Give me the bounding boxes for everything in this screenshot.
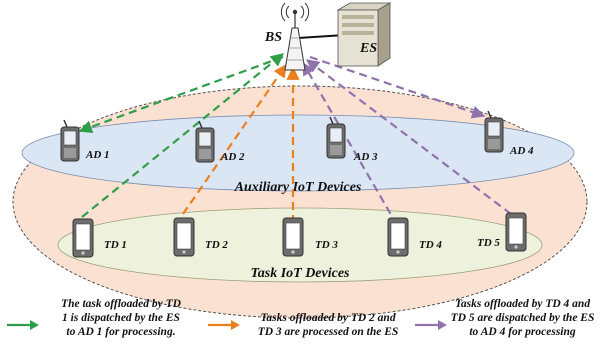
legend-purple-arrow-icon <box>415 320 447 330</box>
orange-arrow-td2-bs <box>182 63 287 215</box>
legend-orange-text: Tasks offloaded by TD 2 and TD 3 are pro… <box>238 311 418 339</box>
purple-arrow-bs-ad4 <box>309 55 486 119</box>
ad4-label: AD 4 <box>509 145 534 157</box>
auxiliary-region <box>21 114 575 192</box>
bs-label: BS <box>264 30 282 45</box>
legend-purple-line-1: Tasks offloaded by TD 4 and <box>454 298 591 310</box>
legend-purple-text: Tasks offloaded by TD 4 and TD 5 are dis… <box>440 297 605 339</box>
legend-orange-line-2: TD 3 are processed on the ES <box>257 326 399 338</box>
td2-device-icon <box>173 217 195 257</box>
legend-purple-line-3: to AD 4 for processing <box>469 326 576 338</box>
purple-arrow-td4-bs <box>302 61 398 226</box>
td1-device-icon <box>72 218 94 258</box>
bs-es-link <box>297 34 346 39</box>
legend-orange-arrow-icon <box>208 320 240 330</box>
task-region-label: Task IoT Devices <box>250 266 350 281</box>
es-label: ES <box>359 41 377 56</box>
legend-green-arrow-icon <box>7 320 39 330</box>
legend-green-line-2: 1 is dispatched by the ES <box>62 312 180 324</box>
legend-purple-line-2: TD 5 are dispatched by the ES <box>450 312 595 324</box>
td2-label: TD 2 <box>205 239 228 251</box>
edge-server-icon <box>336 2 392 67</box>
auxiliary-region-label: Auxiliary IoT Devices <box>234 180 362 195</box>
ad1-label: AD 1 <box>85 149 110 161</box>
td3-label: TD 3 <box>315 239 338 251</box>
purple-arrow-td5-bs <box>305 59 512 215</box>
legend-green-text: The task offloaded by TD 1 is dispatched… <box>36 297 206 339</box>
legend-green-line-1: The task offloaded by TD <box>61 298 181 310</box>
td5-device-icon <box>505 212 527 252</box>
ad1-device-icon <box>60 119 80 162</box>
ad2-label: AD 2 <box>220 151 245 163</box>
green-arrow-td1-bs <box>81 53 285 218</box>
green-arrow-bs-ad1 <box>78 55 284 134</box>
td4-label: TD 4 <box>419 239 442 251</box>
legend-orange-line-1: Tasks offloaded by TD 2 and <box>260 312 396 324</box>
td4-device-icon <box>387 217 409 257</box>
td3-device-icon <box>282 217 304 257</box>
td5-label: TD 5 <box>477 237 500 249</box>
td1-label: TD 1 <box>104 239 127 251</box>
ad3-label: AD 3 <box>353 151 378 163</box>
base-station-icon <box>280 2 310 71</box>
legend-green-line-3: to AD 1 for processing. <box>66 326 176 338</box>
